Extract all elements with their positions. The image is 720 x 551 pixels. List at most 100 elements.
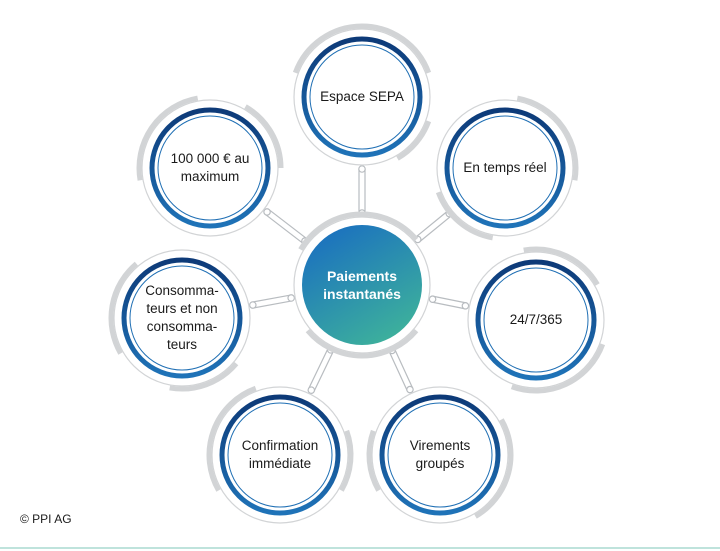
node-ring [379, 394, 501, 516]
accent-arc [206, 385, 257, 492]
connector-dot [263, 208, 271, 216]
node-label-espace-sepa: Espace SEPA [310, 45, 414, 149]
node-label-line: Consomma- [145, 283, 219, 298]
outer-ring [436, 99, 574, 237]
node-label-text: Virements groupés [410, 437, 471, 473]
bottom-divider [0, 547, 720, 549]
center-label-line: Paiements [326, 268, 398, 284]
accent-arc [108, 261, 138, 355]
node-en-temps-reel [435, 95, 579, 241]
node-label-line: maximum [180, 169, 240, 184]
node-inner-ring [452, 115, 558, 221]
node-label-line: Virements [409, 438, 471, 453]
accent-arc [435, 191, 494, 241]
node-label-text: 24/7/365 [510, 311, 563, 329]
node-ring [475, 259, 597, 381]
connector-line [253, 300, 292, 309]
accent-arc [523, 246, 600, 286]
center-fill [302, 225, 422, 345]
center-label: Paiements instantanés [302, 225, 422, 345]
node-label-line: 100 000 € au [170, 151, 250, 166]
center-accent-arc [298, 211, 419, 251]
outer-ring [141, 99, 279, 237]
center-node [293, 211, 431, 359]
connector-dot [461, 302, 470, 310]
center-accent-arc [305, 329, 419, 359]
outer-ring [467, 251, 605, 389]
node-ring [121, 257, 243, 379]
connector-line [431, 301, 465, 310]
node-label-line: 24/7/365 [509, 312, 563, 327]
outer-ring [113, 249, 251, 387]
connector-line [433, 295, 467, 304]
node-label-text: Consomma-teurs et non consomma-teurs [145, 282, 219, 354]
outer-ring [211, 386, 349, 524]
node-label-line: En temps réel [463, 160, 547, 175]
node-label-line: groupés [415, 456, 465, 471]
node-espace-sepa [292, 23, 432, 166]
connector-dot [428, 295, 437, 303]
node-label-line: Confirmation [241, 438, 319, 453]
node-label-line: consomma- [146, 319, 218, 334]
accent-arc [510, 343, 606, 394]
connector-dot [307, 386, 316, 394]
node-inner-ring [387, 402, 493, 508]
node-label-text: Espace SEPA [320, 88, 404, 106]
center-outer-ring [293, 216, 431, 354]
node-label-line: Espace SEPA [320, 89, 404, 104]
connector-line [388, 351, 408, 392]
connector-line [419, 215, 452, 243]
node-label-line: immédiate [248, 456, 312, 471]
node-label-en-temps-reel: En temps réel [453, 116, 557, 220]
connector-line [264, 213, 304, 244]
center-label-text: Paiements instantanés [323, 267, 401, 303]
node-inner-ring [309, 44, 415, 150]
connector-line [415, 210, 448, 238]
accent-arc [169, 361, 239, 392]
copyright-text: © PPI AG [20, 512, 72, 526]
node-label-maximum: 100 000 € au maximum [158, 116, 262, 220]
node-ring [301, 36, 423, 158]
node-label-line: teurs et non [146, 301, 218, 316]
node-inner-ring [483, 267, 589, 373]
connector-line [308, 348, 329, 390]
node-confirmation-immediate [206, 385, 354, 524]
accent-arc [292, 23, 432, 74]
node-inner-ring [157, 115, 263, 221]
accent-arc [244, 104, 284, 169]
node-ring [444, 107, 566, 229]
node-layer [108, 23, 606, 524]
connector-line [313, 350, 334, 392]
accent-arc [136, 95, 199, 181]
connector-line [252, 294, 291, 303]
connector-line [394, 348, 414, 389]
node-virements-groupes [366, 386, 514, 524]
node-ring [219, 394, 341, 516]
node-label-line: teurs [166, 337, 197, 352]
connector-dot [406, 385, 414, 394]
accent-arc [339, 429, 354, 492]
connector-line [268, 209, 308, 240]
node-label-virements-groupes: Virements groupés [388, 403, 492, 507]
connector-dot [287, 294, 295, 302]
outer-ring [371, 386, 509, 524]
connector-dot [249, 301, 257, 309]
node-label-24-7-365: 24/7/365 [484, 268, 588, 372]
node-ring [149, 107, 271, 229]
node-inner-ring [129, 265, 235, 371]
accent-arc [474, 418, 514, 519]
accent-arc [366, 429, 381, 492]
node-label-text: En temps réel [463, 159, 546, 177]
accent-arc [396, 120, 432, 161]
node-label-text: 100 000 € au maximum [171, 150, 250, 186]
center-label-line: instantanés [323, 286, 401, 302]
outer-ring [293, 28, 431, 166]
accent-arc [516, 95, 579, 181]
connector-dot [358, 165, 366, 173]
node-label-confirmation-immediate: Confirmation immédiate [228, 403, 332, 507]
node-maximum [136, 95, 284, 237]
node-label-text: Confirmation immédiate [242, 437, 319, 473]
center-layer [293, 211, 431, 359]
